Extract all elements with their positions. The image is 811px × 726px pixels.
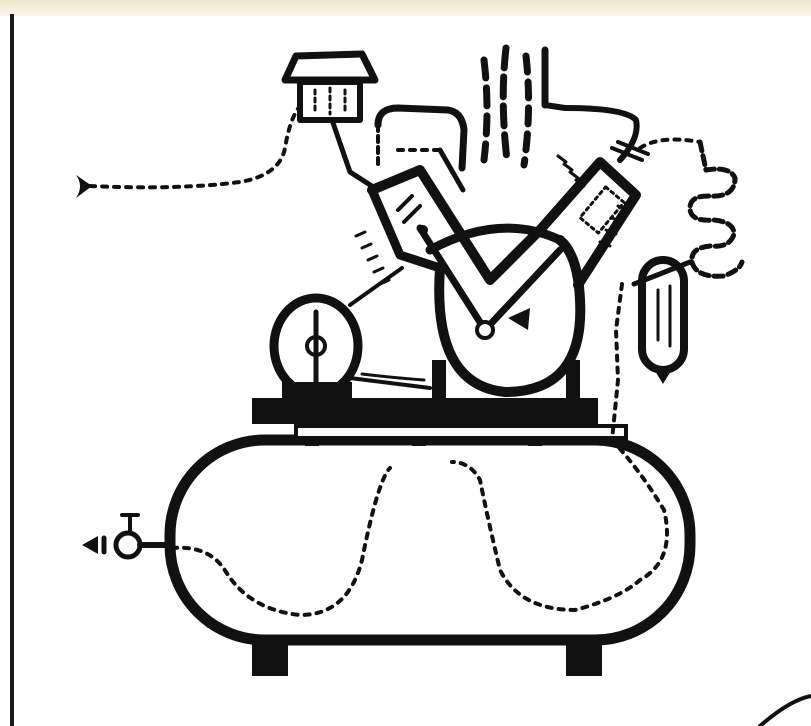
receiver-tank xyxy=(170,440,690,640)
tank-internal-flow xyxy=(172,468,390,615)
drive-belt xyxy=(350,268,430,388)
electric-motor xyxy=(274,298,358,400)
tank-foot-right xyxy=(566,636,602,676)
v-cylinder-block xyxy=(372,162,636,285)
corner-arc xyxy=(760,696,811,726)
outlet-valve xyxy=(82,515,166,557)
heat-waves xyxy=(484,48,565,165)
mounting-plate xyxy=(252,398,626,446)
air-filter xyxy=(285,54,378,190)
tank-foot-left xyxy=(252,636,288,676)
discharge-pipe xyxy=(565,108,700,160)
air-intake-flow xyxy=(76,106,300,198)
